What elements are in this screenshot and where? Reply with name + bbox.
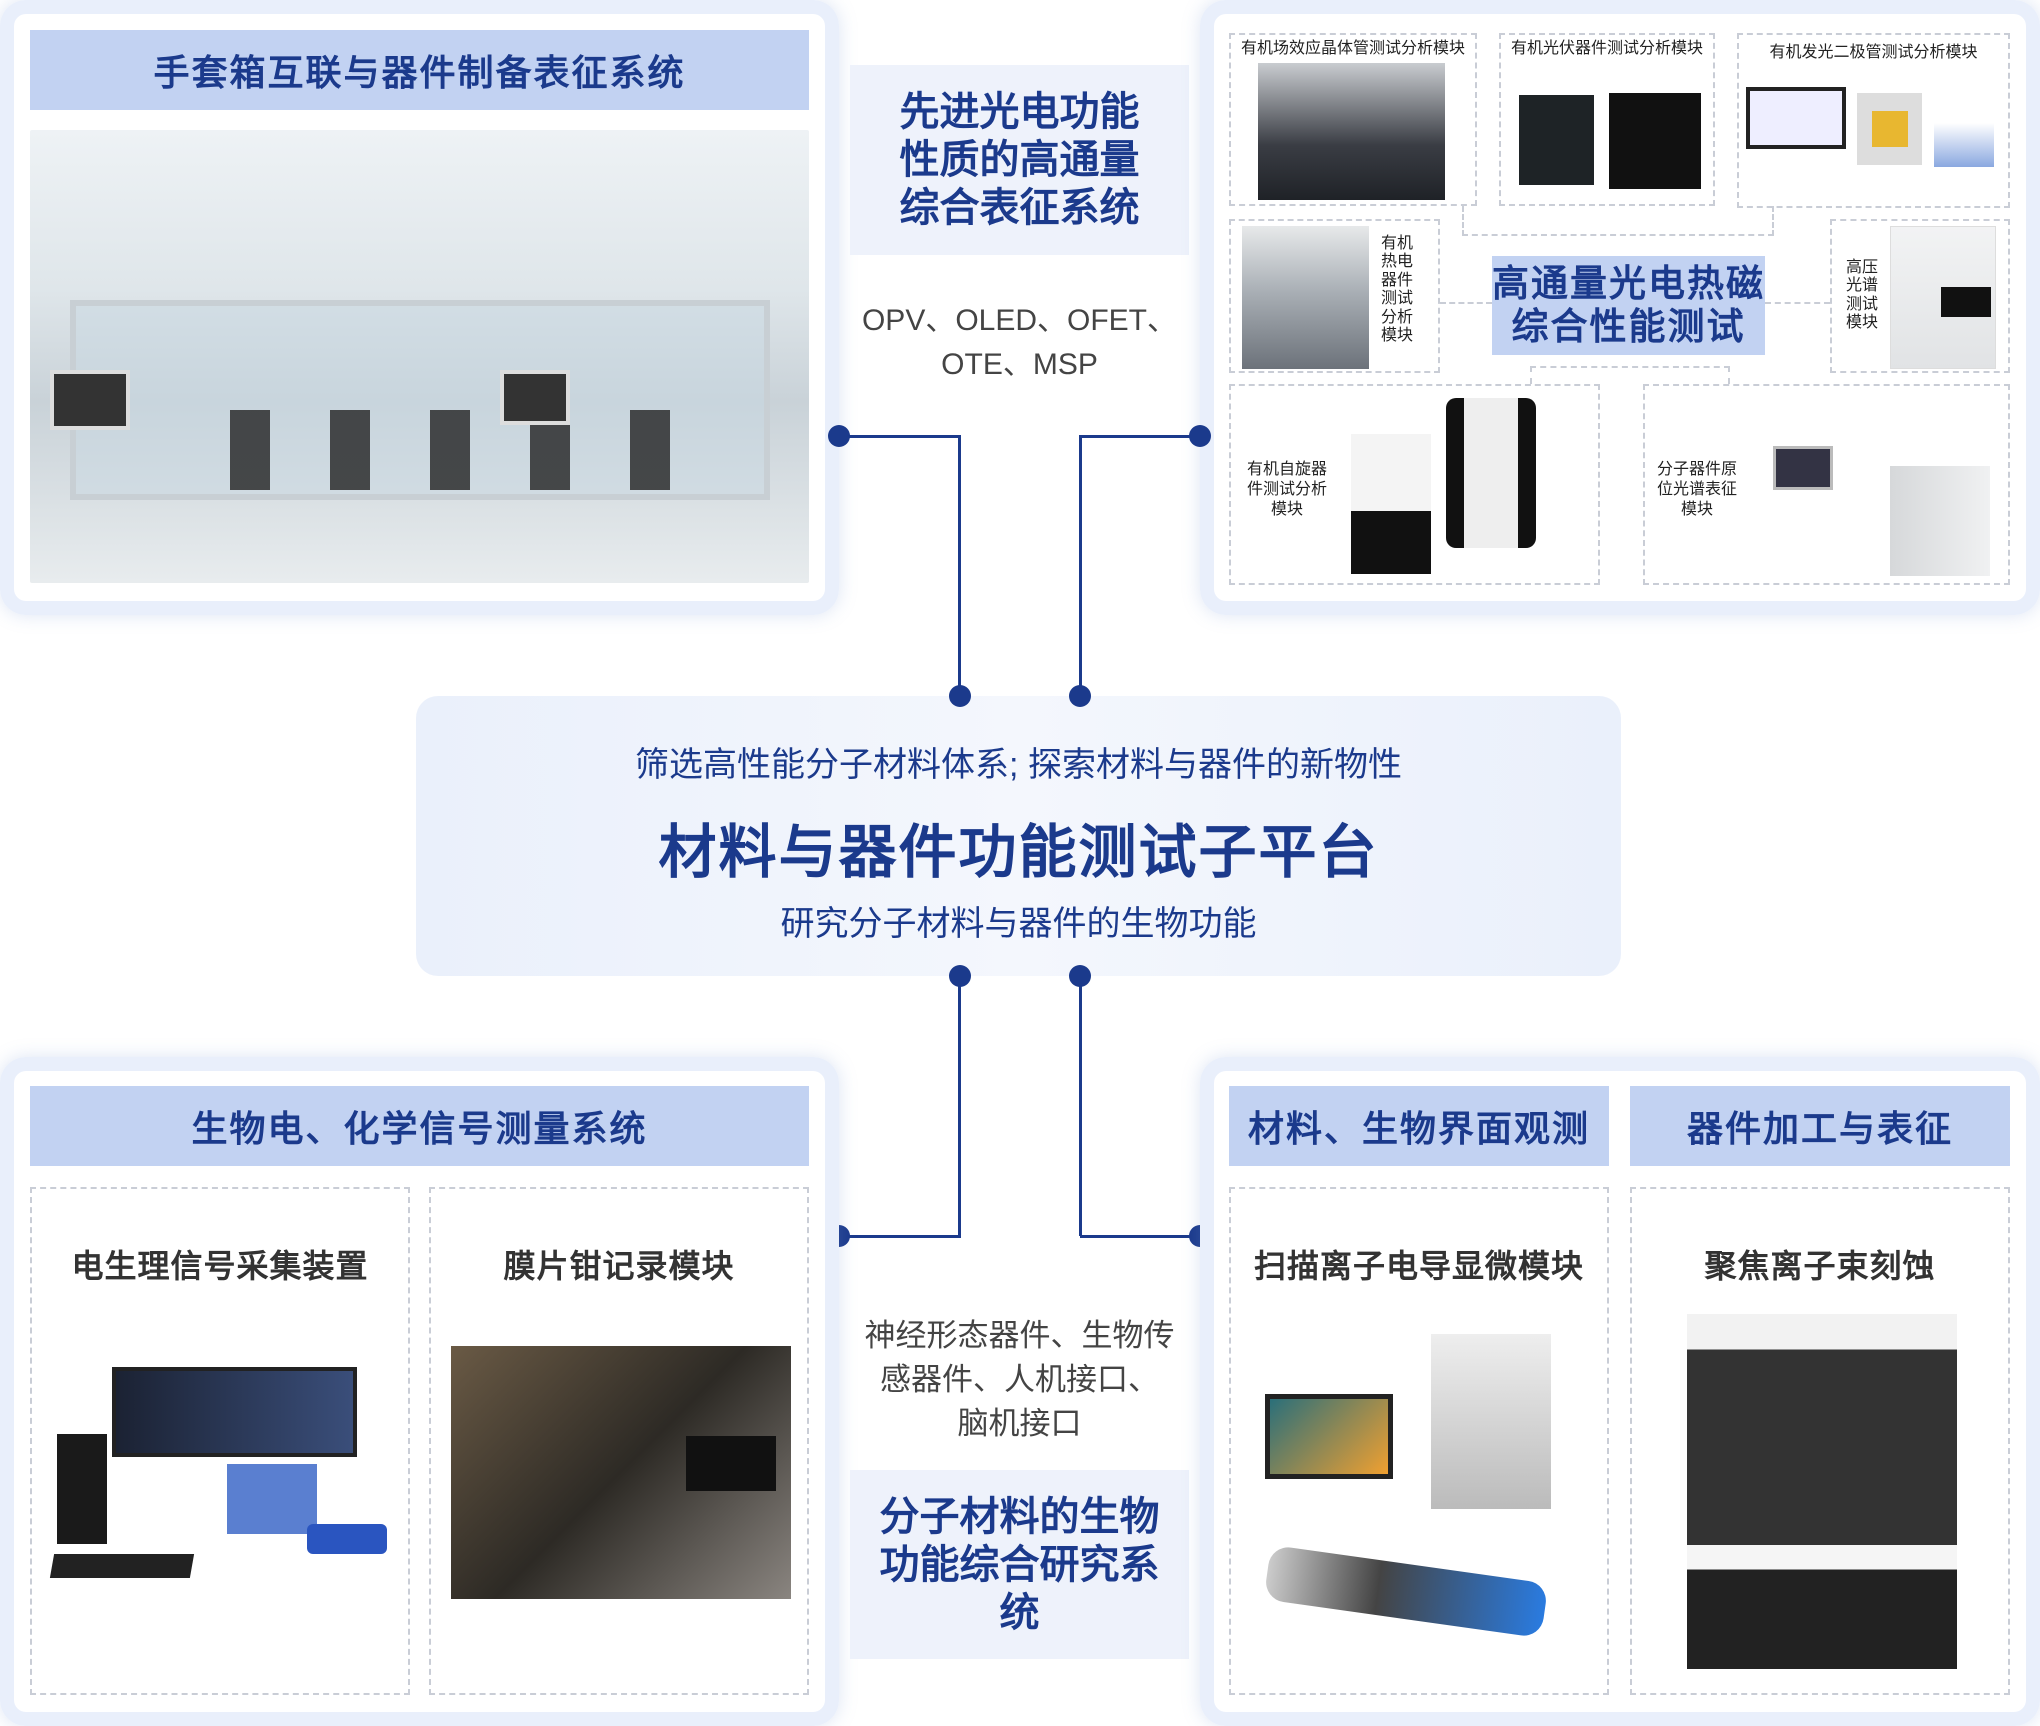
connector-dot (949, 685, 971, 707)
bio-research-system-title: 分子材料的生物 功能综合研究系 统 (850, 1470, 1189, 1659)
platform-subtitle: 筛选高性能分子材料体系; 探索材料与器件的新物性 (635, 746, 1402, 784)
connector-line (839, 1235, 961, 1238)
label-line: 综合性能测试 (1511, 305, 1746, 347)
connector-dashed (1440, 302, 1492, 304)
high-pressure-photo (1890, 226, 1996, 369)
glovebox-photo (30, 130, 809, 583)
electrophysiology-label: 电生理信号采集装置 (71, 1248, 369, 1284)
ephys-monitor (112, 1367, 357, 1457)
glovebox-title: 手套箱互联与器件制备表征系统 (30, 30, 809, 110)
label-line: 高通量光电热磁 (1492, 262, 1765, 304)
central-platform-box (416, 696, 1621, 976)
patch-clamp-cell: 膜片钳记录模块 (429, 1187, 809, 1695)
oled-monitor (1746, 87, 1846, 149)
module-ofet: 有机场效应晶体管测试分析模块 (1229, 33, 1477, 206)
platform-title: 材料与器件功能测试子平台 (658, 820, 1379, 885)
bio-signal-title: 生物电、化学信号测量系统 (30, 1086, 809, 1166)
insitu-monitor (1773, 446, 1833, 490)
sicm-microscope (1431, 1334, 1551, 1509)
patch-clamp-photo (451, 1346, 791, 1599)
connector-line (1079, 435, 1082, 696)
title-line: 先进光电功能 (899, 90, 1140, 134)
connector-dashed (1462, 206, 1774, 236)
connector-line (958, 976, 961, 1236)
optoelectronic-center-label: 高通量光电热磁 综合性能测试 (1492, 256, 1765, 355)
insitu-instrument (1890, 466, 1990, 576)
oled-spectrometer (1857, 93, 1922, 165)
optoelectronic-system-title: 先进光电功能 性质的高通量 综合表征系统 (850, 65, 1189, 255)
device-types-line1: OPV、OLED、OFET、 (861, 304, 1178, 337)
connector-line (1080, 1235, 1200, 1238)
qe-photo (1609, 93, 1701, 189)
ephys-device (307, 1524, 387, 1554)
sicm-monitor (1265, 1394, 1393, 1479)
connector-line (958, 435, 961, 696)
connector-dot (1069, 965, 1091, 987)
magnet-photo (1446, 398, 1536, 548)
connector-line (1079, 976, 1082, 1236)
bio-applications-line1: 神经形态器件、生物传 (864, 1318, 1175, 1353)
module-high-pressure: 高压光谱测试模块 (1830, 219, 2010, 373)
connector-line (839, 435, 961, 438)
interface-observation-title: 材料、生物界面观测 (1229, 1086, 1609, 1166)
ephys-keyboard (49, 1554, 195, 1578)
bio-applications-line2: 感器件、人机接口、 (880, 1362, 1159, 1397)
device-types-line2: OTE、MSP (941, 348, 1098, 381)
device-fabrication-title: 器件加工与表征 (1630, 1086, 2010, 1166)
connector-dot (949, 965, 971, 987)
module-insitu: 分子器件原位光谱表征模块 (1643, 384, 2010, 585)
electrophysiology-cell: 电生理信号采集装置 (30, 1187, 410, 1695)
fib-label: 聚焦离子束刻蚀 (1704, 1248, 1936, 1284)
opv-photo (1519, 95, 1594, 185)
thermo-label: 有机热电器件测试分析模块 (1380, 235, 1413, 344)
module-spin: 有机自旋器件测试分析模块 (1229, 384, 1600, 585)
sicm-cell: 扫描离子电导显微模块 (1229, 1187, 1609, 1695)
title-line: 统 (999, 1590, 1040, 1635)
thermo-photo (1242, 226, 1369, 369)
dynacool-photo (1351, 434, 1431, 574)
module-thermoelectric: 有机热电器件测试分析模块 (1229, 219, 1440, 373)
platform-caption: 研究分子材料与器件的生物功能 (780, 905, 1257, 943)
connector-dot (828, 425, 850, 447)
fib-instrument-photo (1687, 1314, 1957, 1669)
title-line: 综合表征系统 (899, 186, 1140, 230)
title-line: 分子材料的生物 (879, 1494, 1160, 1539)
fib-cell: 聚焦离子束刻蚀 (1630, 1187, 2010, 1695)
oled-source (1934, 123, 1994, 167)
ephys-pc (57, 1434, 107, 1544)
module-opv: 有机光伏器件测试分析模块 (1499, 33, 1715, 206)
connector-dot (1069, 685, 1091, 707)
patch-clamp-label: 膜片钳记录模块 (503, 1248, 735, 1284)
connector-dashed (1765, 302, 1830, 304)
module-oled: 有机发光二极管测试分析模块 (1737, 33, 2010, 208)
connector-dashed (1530, 366, 1730, 384)
ephys-amplifier (227, 1464, 317, 1534)
sicm-stage (1263, 1544, 1549, 1639)
sicm-label: 扫描离子电导显微模块 (1253, 1248, 1584, 1284)
title-line: 功能综合研究系 (879, 1542, 1160, 1587)
connector-dot (1189, 425, 1211, 447)
bio-applications-line3: 脑机接口 (957, 1406, 1082, 1441)
ofet-photo (1258, 63, 1445, 200)
title-line: 性质的高通量 (899, 138, 1140, 182)
connector-line (1080, 435, 1200, 438)
